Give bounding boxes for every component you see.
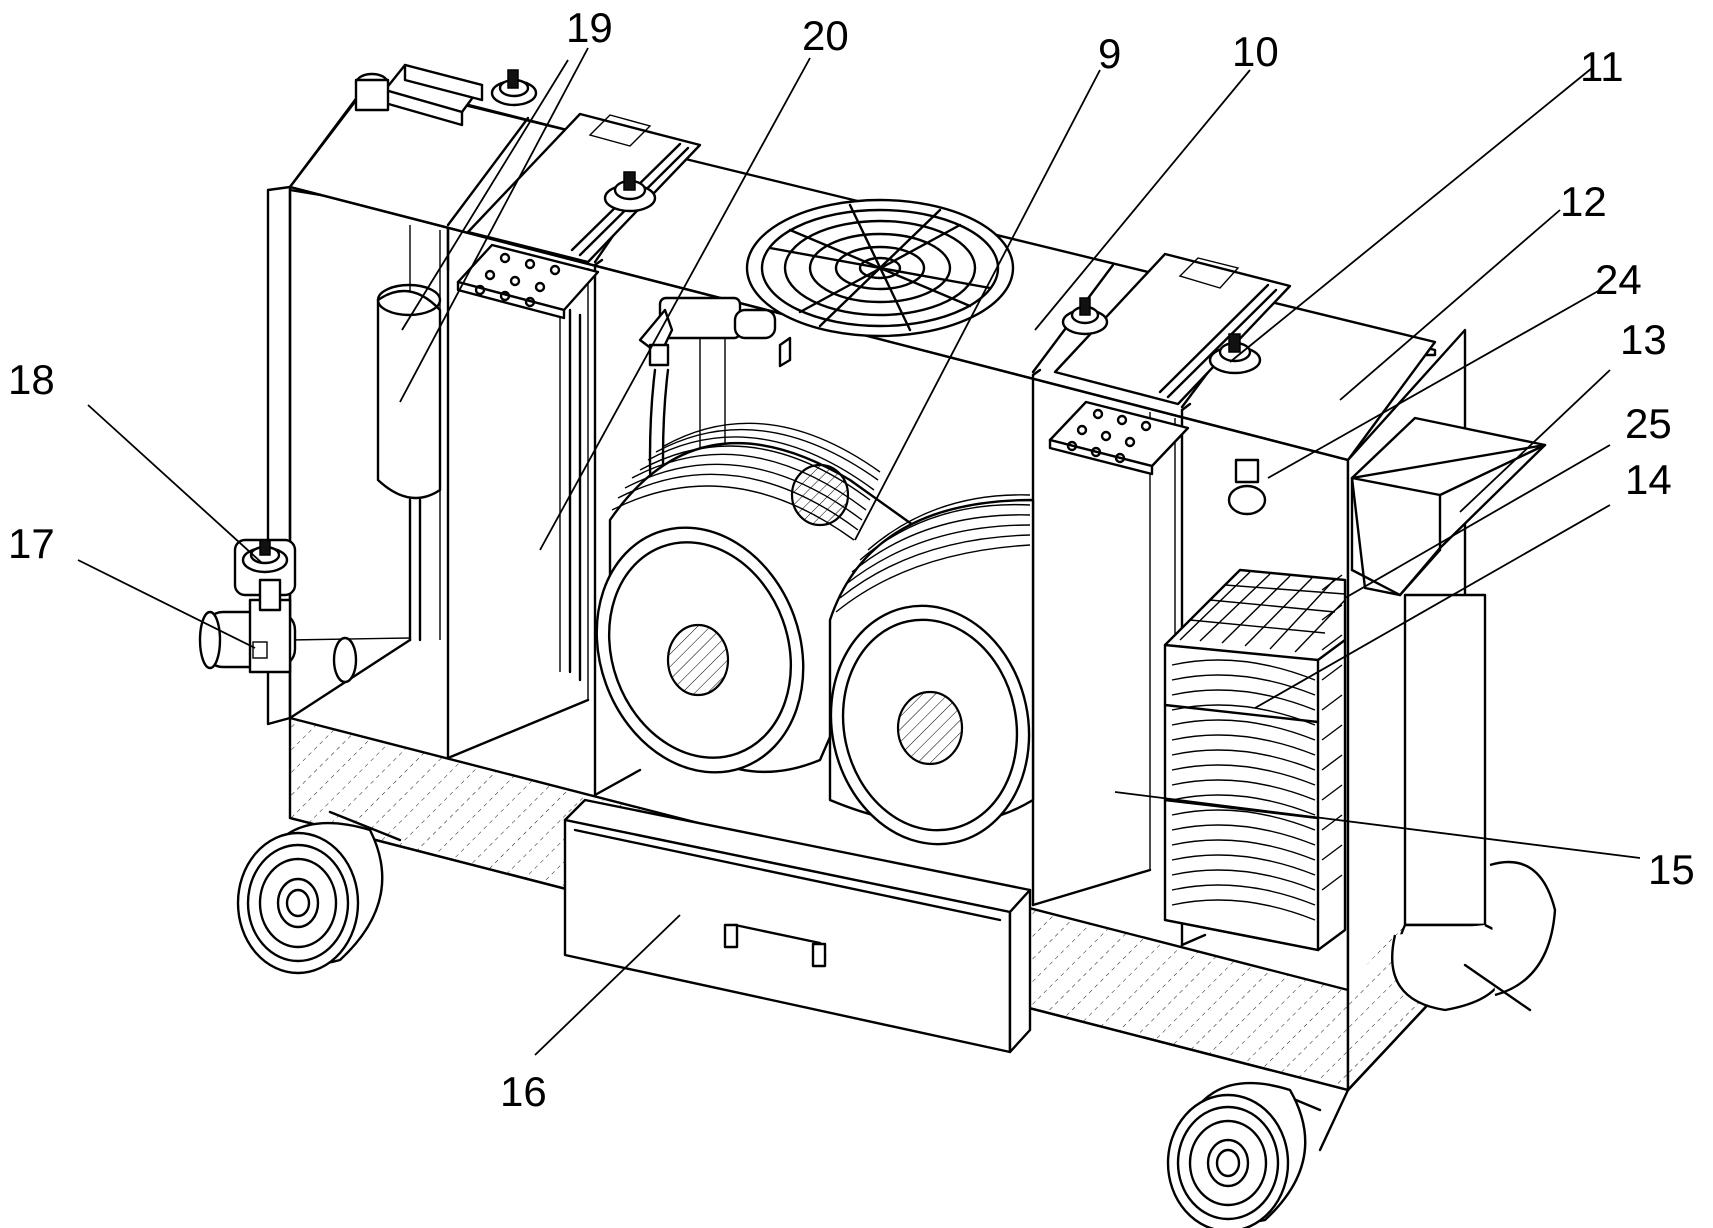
- perforated-plate-right: [1048, 400, 1190, 476]
- label-12: 12: [1560, 178, 1607, 225]
- label-10: 10: [1232, 28, 1279, 75]
- hose: [638, 296, 777, 562]
- perforated-plate-left: [456, 243, 600, 320]
- label-14: 14: [1625, 456, 1672, 503]
- label-24: 24: [1595, 256, 1642, 303]
- heat-exchanger-stack: [1163, 458, 1347, 952]
- label-25: 25: [1625, 400, 1672, 447]
- drawer-handle[interactable]: [723, 923, 827, 968]
- wheel-right-front: [1166, 1081, 1322, 1228]
- leader-lines: [77, 47, 1641, 1056]
- drawer[interactable]: [563, 798, 1032, 1054]
- pump-motor: [198, 598, 297, 674]
- wheel-right-rear: [1318, 963, 1532, 1152]
- fan-grille-icon: [745, 198, 1015, 368]
- label-19: 19: [566, 4, 613, 51]
- reference-labels: 19 20 9 10 11 12 24 13 25 14 15 16 17 18: [8, 4, 1695, 1115]
- label-15: 15: [1648, 846, 1695, 893]
- label-18: 18: [8, 356, 55, 403]
- valve-knob: [233, 538, 297, 612]
- tank-cylinder: [332, 283, 582, 684]
- label-9: 9: [1098, 30, 1121, 77]
- label-11: 11: [1580, 43, 1624, 90]
- exhaust-pipe: [1390, 593, 1557, 1012]
- hopper: [1350, 416, 1547, 597]
- label-13: 13: [1620, 316, 1667, 363]
- label-17: 17: [8, 520, 55, 567]
- label-16: 16: [500, 1068, 547, 1115]
- wheel-left: [236, 810, 402, 975]
- label-20: 20: [802, 12, 849, 59]
- filter-cartridge-right: [828, 494, 1035, 846]
- top-details: [354, 63, 1292, 406]
